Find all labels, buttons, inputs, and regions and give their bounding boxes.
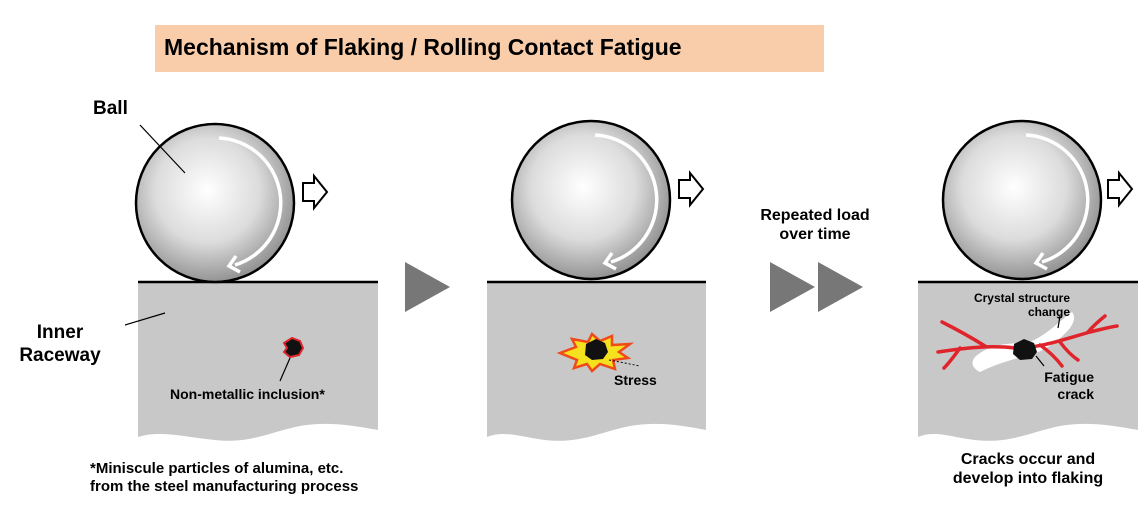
inclusion-label: Non-metallic inclusion* <box>170 386 325 402</box>
footnote-line-1: *Miniscule particles of alumina, etc. <box>90 460 344 477</box>
inclusion-particle <box>282 336 305 359</box>
stage-arrow-2a <box>770 262 815 312</box>
rotation-arrow-2 <box>594 133 659 264</box>
stage-1 <box>124 122 378 441</box>
inner-raceway-label-line-2: Raceway <box>19 344 101 366</box>
crystal-change-label-line-1: Crystal structure <box>973 291 1070 305</box>
rotation-arrowhead-2 <box>602 251 617 271</box>
ball-label: Ball <box>93 98 128 119</box>
title-band <box>155 25 824 72</box>
inner-raceway-label: Inner Raceway <box>8 322 112 368</box>
stage-arrow-1 <box>405 262 450 312</box>
fatigue-crack-label-line-1: Fatigue <box>1044 369 1094 385</box>
ball-1 <box>134 122 296 284</box>
ball-2 <box>510 119 672 281</box>
inner-raceway-label-line-1: Inner <box>36 322 84 343</box>
fatigue-crack-label-line-2: crack <box>1057 385 1094 402</box>
page-title: Mechanism of Flaking / Rolling Contact F… <box>164 34 682 60</box>
stress-label: Stress <box>614 372 657 388</box>
raceway-leader-line <box>124 312 166 326</box>
crystal-change-label-line-2: change <box>1027 305 1070 320</box>
motion-arrow-2 <box>678 170 705 208</box>
footnote-line-2: from the steel manufacturing process <box>90 478 359 495</box>
motion-arrow-1 <box>302 173 329 211</box>
crack-leader-line <box>1035 355 1045 367</box>
ball-leader-line <box>139 124 186 174</box>
repeated-load-label-line-2: over time <box>779 226 851 244</box>
raceway-block-1 <box>138 282 378 441</box>
fatigue-crack-label: Fatigue crack <box>1030 369 1094 403</box>
repeated-load-label-line-1: Repeated load <box>760 207 870 224</box>
crystal-change-label: Crystal structure change <box>958 291 1070 320</box>
fatigue-crack-inclusion <box>1013 339 1037 360</box>
stage-arrow-2b <box>818 262 863 312</box>
rotation-arrow-1 <box>218 136 283 267</box>
stress-inclusion <box>585 339 608 360</box>
stage-2 <box>487 119 706 441</box>
rotation-arrowhead-1 <box>226 254 241 274</box>
rotation-arrow-3 <box>1025 133 1090 264</box>
ball-3 <box>941 119 1103 281</box>
crystal-leader-line <box>1057 315 1061 329</box>
stress-leader-line <box>608 359 641 367</box>
motion-arrow-3 <box>1107 170 1134 208</box>
conclusion-line-1: Cracks occur and <box>960 451 1096 468</box>
footnote: *Miniscule particles of alumina, etc. fr… <box>90 460 358 496</box>
conclusion: Cracks occur and develop into flaking <box>918 450 1138 488</box>
inclusion-leader-line <box>279 357 291 382</box>
repeated-load-label: Repeated load over time <box>745 206 885 244</box>
conclusion-line-2: develop into flaking <box>952 470 1104 488</box>
crystal-change-region <box>972 312 1075 372</box>
stage-3 <box>918 119 1138 441</box>
raceway-block-3 <box>918 282 1138 441</box>
rotation-arrowhead-3 <box>1033 251 1048 271</box>
fatigue-crack-network <box>936 314 1119 370</box>
